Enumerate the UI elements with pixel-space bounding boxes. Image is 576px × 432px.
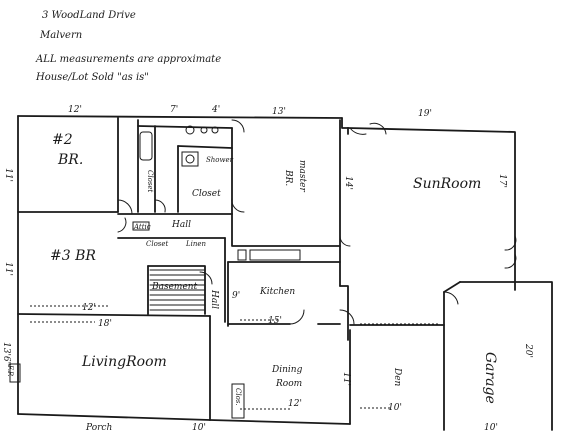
room-label-den: Den [392, 367, 402, 387]
dim-master-width: 13' [272, 107, 286, 117]
note-measurements: ALL measurements are approximate [35, 54, 221, 65]
dim-dining-depth: 11' [341, 372, 351, 386]
dim-dining-width: 12' [288, 399, 302, 409]
dim-br2-width: 12' [68, 105, 82, 115]
door-swings [117, 119, 517, 325]
room-label-shower: Shower [206, 156, 234, 164]
dim-br3-width: 12' [82, 303, 96, 313]
room-label-master-sub: BR. [283, 169, 293, 186]
room-label-br2-sub: BR. [57, 152, 83, 168]
room-label-hall-vertical: Hall [209, 289, 219, 309]
dim-br2-depth: 11' [3, 168, 13, 182]
room-label-living: LivingRoom [81, 354, 167, 370]
address-text: 3 WoodLand Drive [42, 10, 136, 21]
room-label-closet-left: Closet [146, 170, 154, 193]
dim-porch-width: 10' [192, 423, 206, 432]
room-label-porch: Porch [85, 423, 112, 432]
room-label-dining-sub: Room [275, 379, 302, 389]
dim-garage-width: 10' [484, 423, 498, 432]
dim-sunroom-depth: 17' [497, 174, 507, 188]
basement-stairs [149, 269, 205, 311]
dim-br3-depth: 11' [3, 262, 13, 276]
dim-closet-width: 7' [170, 105, 178, 115]
dim-garage-depth: 20' [523, 343, 533, 358]
dim-kitchen-width: 15' [268, 316, 282, 326]
dim-bath-width: 4' [211, 105, 220, 115]
room-label-master: master [297, 160, 307, 192]
dim-living-depth: 13'6" [1, 342, 11, 366]
room-label-linen: Linen [185, 240, 207, 248]
dim-kitchen-depth: 9' [232, 291, 240, 301]
dim-master-depth: 14' [343, 176, 353, 190]
room-label-kitchen: Kitchen [259, 287, 295, 297]
dim-den-width: 10' [388, 403, 402, 413]
room-label-closet-small: Clos. [234, 388, 242, 406]
room-label-fp: F.P. [6, 364, 14, 377]
room-label-closet-main: Closet [192, 189, 221, 199]
fixtures [9, 125, 301, 419]
dim-living-width: 18' [98, 319, 112, 329]
room-label-hall: Hall [171, 220, 191, 230]
room-label-basement: Basement [151, 282, 198, 292]
room-label-closet-hall: Closet [146, 240, 169, 248]
room-label-sunroom: SunRoom [413, 176, 481, 192]
dim-sunroom-width: 19' [418, 109, 432, 119]
room-label-garage: Garage [482, 352, 498, 404]
room-label-br3: #3 BR [50, 248, 96, 264]
room-label-dining: Dining [271, 365, 303, 375]
room-label-br2: #2 [52, 132, 73, 148]
dimension-lines [30, 305, 440, 410]
room-label-attic: Attic [133, 223, 151, 231]
town-text: Malvern [39, 30, 82, 41]
note-as-is: House/Lot Sold "as is" [35, 72, 149, 83]
